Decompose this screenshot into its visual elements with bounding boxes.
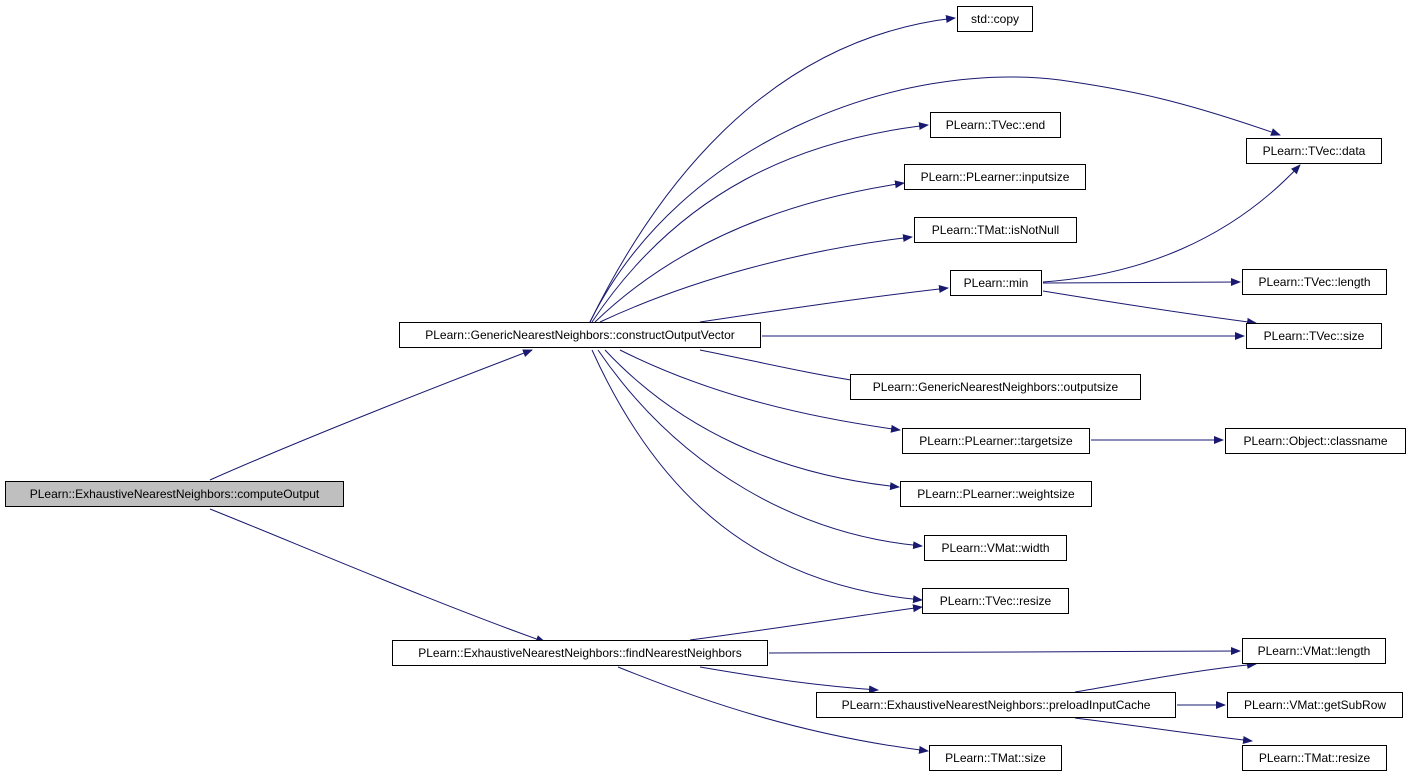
- edge-preload-vmatlength: [1074, 660, 1257, 693]
- edge-min-length: [1042, 278, 1241, 287]
- edge-construct-targetsize: [619, 349, 901, 433]
- node-plearner-inputsize[interactable]: PLearn::PLearner::inputsize: [904, 164, 1086, 190]
- edge-root-find: [209, 508, 546, 643]
- edge-construct-min: [699, 285, 949, 323]
- node-vmat-length[interactable]: PLearn::VMat::length: [1242, 638, 1386, 664]
- edge-construct-tvecresize: [591, 349, 923, 604]
- node-tvec-size[interactable]: PLearn::TVec::size: [1246, 323, 1382, 349]
- edge-find-tvecresize: [689, 604, 923, 641]
- node-construct-output-vector[interactable]: PLearn::GenericNearestNeighbors::constru…: [399, 322, 761, 348]
- edge-construct-isnotnull: [599, 234, 913, 323]
- edge-construct-vmatwidth: [597, 349, 923, 550]
- node-tmat-resize[interactable]: PLearn::TMat::resize: [1242, 745, 1387, 771]
- node-tmat-isnotnull[interactable]: PLearn::TMat::isNotNull: [914, 217, 1077, 243]
- edge-find-vmatlength: [768, 647, 1241, 656]
- node-find-nearest-neighbors[interactable]: PLearn::ExhaustiveNearestNeighbors::find…: [392, 640, 768, 666]
- edge-min-tvecsize: [1042, 290, 1257, 326]
- node-tvec-length[interactable]: PLearn::TVec::length: [1242, 269, 1387, 295]
- edge-construct-inputsize: [594, 180, 905, 323]
- node-vmat-width[interactable]: PLearn::VMat::width: [924, 535, 1067, 561]
- node-plearn-min[interactable]: PLearn::min: [950, 270, 1042, 296]
- node-tvec-data[interactable]: PLearn::TVec::data: [1246, 138, 1382, 164]
- node-plearner-targetsize[interactable]: PLearn::PLearner::targetsize: [902, 428, 1090, 454]
- node-plearner-weightsize[interactable]: PLearn::PLearner::weightsize: [900, 481, 1092, 507]
- edge-preload-tmatresize: [1074, 717, 1253, 744]
- node-tvec-resize[interactable]: PLearn::TVec::resize: [922, 588, 1069, 614]
- node-preload-input-cache[interactable]: PLearn::ExhaustiveNearestNeighbors::prel…: [816, 692, 1176, 718]
- edge-root-construct: [209, 349, 533, 481]
- edge-min-data: [1042, 164, 1301, 283]
- edge-construct-weightsize: [604, 349, 900, 491]
- edge-construct-outputsize: [699, 349, 865, 385]
- node-object-classname[interactable]: PLearn::Object::classname: [1225, 428, 1406, 454]
- node-compute-output: PLearn::ExhaustiveNearestNeighbors::comp…: [5, 481, 344, 507]
- node-tvec-end[interactable]: PLearn::TVec::end: [930, 112, 1061, 138]
- node-generic-outputsize[interactable]: PLearn::GenericNearestNeighbors::outputs…: [850, 374, 1141, 400]
- edge-construct-end: [591, 122, 929, 323]
- node-tmat-size[interactable]: PLearn::TMat::size: [929, 745, 1062, 771]
- edge-construct-copy: [589, 15, 956, 323]
- edge-construct-data: [589, 76, 1281, 323]
- edge-find-tmatsize: [617, 666, 929, 754]
- node-vmat-getsubrow[interactable]: PLearn::VMat::getSubRow: [1227, 692, 1403, 718]
- edge-find-preload: [699, 666, 879, 694]
- node-std-copy[interactable]: std::copy: [957, 6, 1033, 32]
